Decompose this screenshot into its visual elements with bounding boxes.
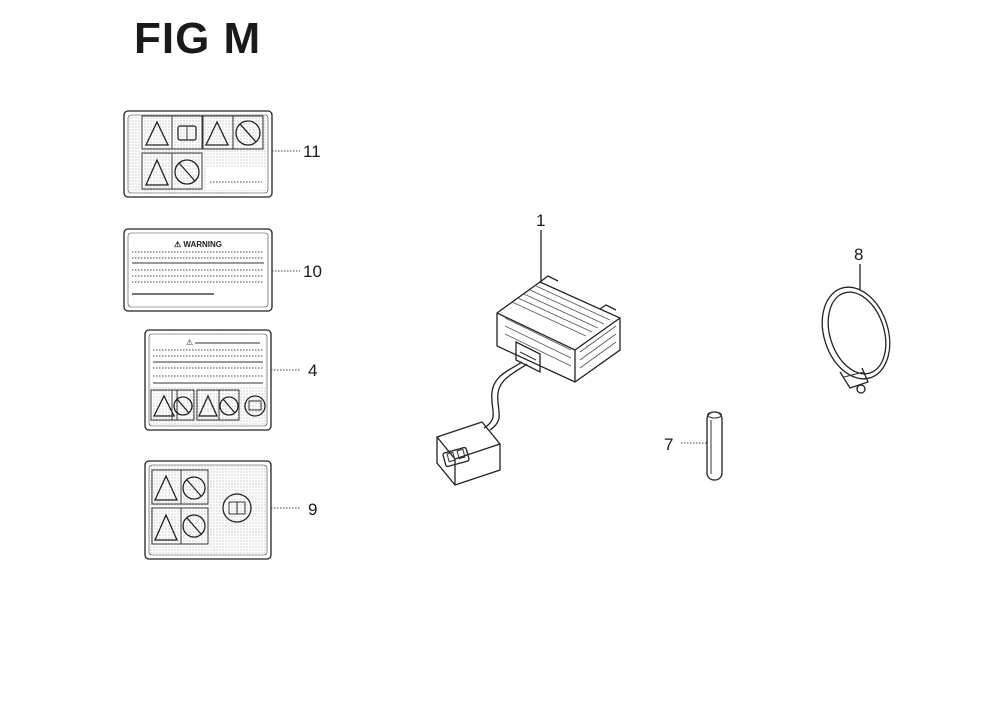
band-clamp[interactable]: [811, 278, 901, 394]
callout-11: 11: [303, 142, 321, 161]
manual-book-icon: [244, 395, 266, 417]
callout-10: 10: [303, 262, 322, 281]
prohibition-icon: [182, 476, 206, 500]
callout-1: 1: [536, 211, 545, 230]
warning-header-text: ⚠ WARNING: [174, 240, 222, 249]
prohibition-icon: [174, 159, 200, 185]
warning-triangle-icon: [144, 120, 170, 146]
callout-9: 9: [308, 500, 317, 519]
callout-8: 8: [854, 245, 863, 264]
warning-triangle-icon: [145, 158, 169, 186]
warning-triangle-icon: [204, 120, 230, 146]
prohibition-icon: [182, 514, 206, 538]
label-10[interactable]: ⚠ WARNING: [123, 228, 273, 312]
warning-triangle-icon: [197, 394, 219, 417]
caution-header-text: ⚠: [186, 338, 193, 347]
figure-title: FIG M: [134, 14, 262, 63]
label-9[interactable]: [144, 460, 272, 560]
warning-triangle-icon: [153, 474, 179, 501]
manual-book-icon: [222, 493, 252, 523]
pin[interactable]: [706, 411, 723, 481]
warning-triangle-icon: [154, 513, 178, 541]
callout-4: 4: [308, 361, 317, 380]
prohibition-icon: [235, 120, 261, 146]
regulator-rectifier[interactable]: [436, 275, 621, 486]
prohibition-icon: [173, 396, 193, 416]
prohibition-icon: [219, 396, 239, 416]
label-4[interactable]: ⚠: [144, 329, 272, 431]
label-11[interactable]: [123, 110, 273, 198]
warning-triangle-icon: [152, 394, 176, 417]
callout-7: 7: [664, 435, 673, 454]
